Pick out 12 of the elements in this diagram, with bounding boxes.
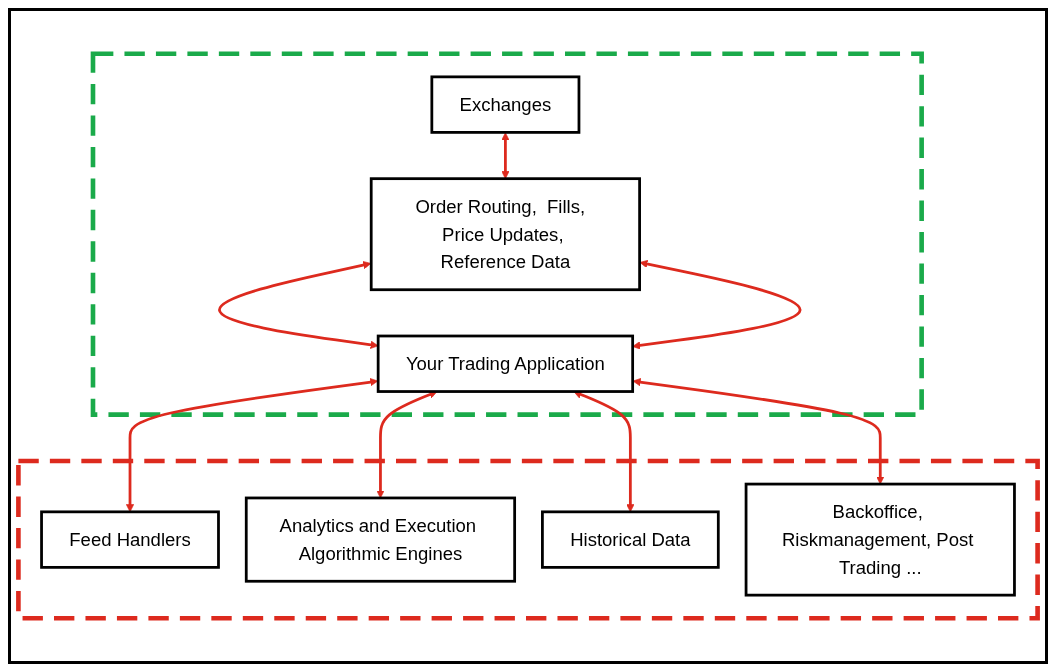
arrow bbox=[218, 261, 379, 349]
node-box: Your Trading Application bbox=[376, 334, 635, 393]
cluster bbox=[16, 458, 1040, 621]
node-box: Exchanges bbox=[430, 75, 581, 134]
node-box: Order Routing, Fills, Price Updates, Reference Data bbox=[369, 177, 641, 292]
node-box: Backoffice, Riskmanagement, Post Trading ... bbox=[744, 482, 1016, 597]
node-box: Feed Handlers bbox=[40, 510, 220, 569]
arrow bbox=[632, 259, 802, 350]
cluster bbox=[90, 51, 924, 417]
arrow bbox=[632, 378, 885, 485]
node-box: Analytics and Execution Algorithmic Engines bbox=[244, 496, 517, 583]
node-box: Historical Data bbox=[541, 510, 720, 569]
